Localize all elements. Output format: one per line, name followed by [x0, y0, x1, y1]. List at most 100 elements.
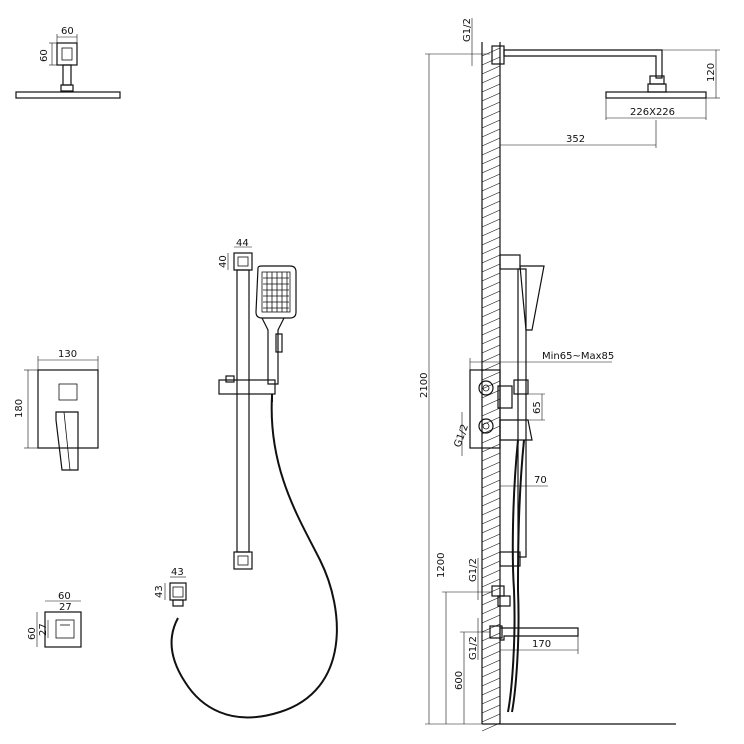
rail-bracket-width-label: 44 — [236, 238, 249, 249]
wall-hatch-line — [481, 506, 501, 516]
wall-hatch-line — [481, 560, 501, 570]
wall-hatch-line — [481, 578, 501, 588]
overhead-flange-height-label: 60 — [39, 49, 50, 62]
wall-hatch-line — [481, 434, 501, 444]
wall-hatch-line — [481, 659, 501, 669]
wall-hatch-line — [481, 515, 501, 525]
wall-hatch-line — [481, 686, 501, 696]
wall-hatch-line — [481, 191, 501, 201]
wall-hatch-line — [481, 47, 501, 57]
wall-hatch-line — [481, 236, 501, 246]
hose-connector-detail: 43 43 — [154, 567, 187, 607]
outlet-height-label: 60 — [27, 627, 38, 640]
wall-hatch-line — [481, 344, 501, 354]
mixer-width-label: 130 — [58, 349, 77, 360]
wall-hatch-line — [481, 380, 501, 390]
wall-hatch-line — [481, 470, 501, 480]
wall-hatch-line — [481, 407, 501, 417]
wall-hatch-line — [481, 452, 501, 462]
wall-hatch-line — [481, 695, 501, 705]
overhead-shower-detail: 60 60 — [15, 26, 121, 99]
wall-hatch-line — [481, 677, 501, 687]
wall-hatch-line — [481, 254, 501, 264]
wall-hatch-line — [481, 101, 501, 111]
wall-hatch-line — [481, 605, 501, 615]
wall-hatch-line — [481, 227, 501, 237]
wall-hatch-line — [481, 65, 501, 75]
thread-spout-label: G1/2 — [468, 636, 479, 660]
side-view: G1/2 120 226X226 352 Min65~Max85 65 G1/2… — [419, 18, 720, 732]
outlet-inner-height-label: 27 — [38, 623, 49, 636]
wall-hatch-line — [481, 632, 501, 642]
slide-rail-detail: 44 40 — [170, 238, 338, 719]
head-size-label: 226X226 — [630, 107, 675, 118]
wall-hatch-line — [481, 335, 501, 345]
mixer-height-label: 180 — [14, 399, 25, 418]
wall-hatch-line — [481, 371, 501, 381]
wall-hatch-line — [481, 596, 501, 606]
wall-hatch-line — [481, 641, 501, 651]
thread-top-label: G1/2 — [462, 18, 473, 42]
wall-hatch-line — [481, 164, 501, 174]
total-height-label: 2100 — [419, 373, 430, 398]
wall-hatch-line — [481, 155, 501, 165]
thread-valve-label: G1/2 — [452, 423, 470, 449]
rail-bracket-height-label: 40 — [218, 255, 229, 268]
wall-hatch-line — [481, 74, 501, 84]
wall-hatch-line — [481, 326, 501, 336]
arm-reach-label: 352 — [566, 134, 585, 145]
wall-hatch-line — [481, 650, 501, 660]
wall-hatch-line — [481, 182, 501, 192]
wall-hatch-line — [481, 92, 501, 102]
valve-offset-label: 65 — [532, 401, 543, 414]
wall-hatch-line — [481, 614, 501, 624]
wall-hatch-line — [481, 713, 501, 723]
wall-hatch-line — [481, 398, 501, 408]
connector-width-label: 43 — [171, 567, 184, 578]
mixer-plate-detail: 130 180 — [14, 349, 99, 471]
wall-hatch-line — [481, 533, 501, 543]
overhead-flange-width-label: 60 — [61, 26, 74, 37]
wall-outlet-detail: 60 27 60 27 — [27, 591, 82, 648]
wall-hatch-line — [481, 119, 501, 129]
wall-hatch-line — [481, 173, 501, 183]
wall-hatch-line — [481, 218, 501, 228]
wall-hatch-line — [481, 704, 501, 714]
wall-hatch-line — [481, 569, 501, 579]
wall-hatch-line — [481, 209, 501, 219]
outlet-inner-width-label: 27 — [59, 602, 72, 613]
wall-hatch-line — [481, 128, 501, 138]
wall-hatch-line — [481, 290, 501, 300]
wall-hatch-line — [481, 524, 501, 534]
wall-hatch-line — [481, 281, 501, 291]
wall-hatch-line — [481, 389, 501, 399]
wall-hatch-line — [481, 461, 501, 471]
spout-offset-label: 70 — [534, 475, 547, 486]
wall-hatch-line — [481, 146, 501, 156]
wall-hatch-line — [481, 110, 501, 120]
outlet-height-label: 1200 — [436, 553, 447, 578]
wall-hatch-line — [481, 317, 501, 327]
wall-hatch-line — [481, 263, 501, 273]
arm-drop-label: 120 — [706, 63, 717, 82]
wall-hatch-line — [481, 488, 501, 498]
wall-hatch-line — [481, 83, 501, 93]
connector-height-label: 43 — [154, 585, 165, 598]
outlet-width-label: 60 — [58, 591, 71, 602]
wall-hatch-line — [481, 245, 501, 255]
wall-hatch-line — [481, 200, 501, 210]
wall-hatch-line — [481, 56, 501, 66]
wall-hatch-line — [481, 551, 501, 561]
wall-hatch-line — [481, 479, 501, 489]
thread-outlet-label: G1/2 — [468, 558, 479, 582]
wall-hatch-line — [481, 542, 501, 552]
wall-hatch-line — [481, 137, 501, 147]
wall-hatch-line — [481, 299, 501, 309]
valve-depth-label: Min65~Max85 — [542, 351, 614, 362]
wall-hatch-line — [481, 623, 501, 633]
spout-length-label: 170 — [532, 639, 551, 650]
wall-hatch-line — [481, 272, 501, 282]
wall-hatch-line — [481, 353, 501, 363]
wall-hatch-line — [481, 668, 501, 678]
